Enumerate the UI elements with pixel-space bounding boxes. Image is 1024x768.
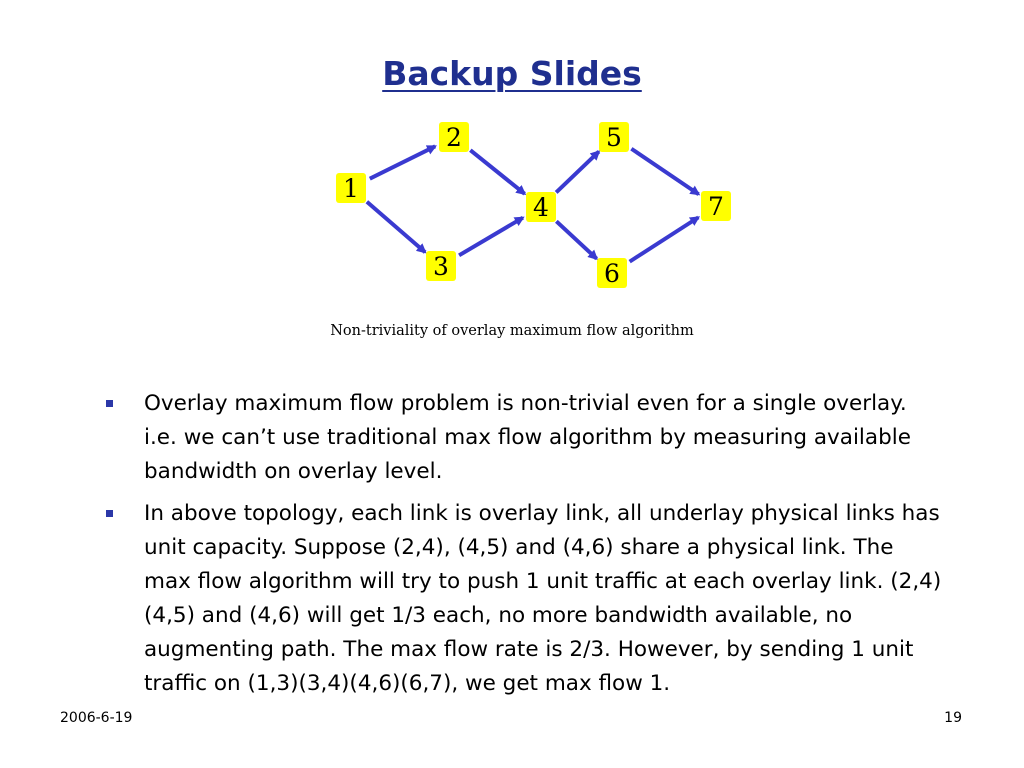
- bullet-text: Overlay maximum flow problem is non-triv…: [144, 391, 911, 484]
- square-bullet-icon: [106, 400, 113, 407]
- node-box: [426, 251, 456, 281]
- node-box: [701, 191, 731, 221]
- edge-4-5: [554, 150, 601, 194]
- node-4: 4: [526, 192, 556, 222]
- node-label: 5: [606, 123, 622, 152]
- edge-1-2: [368, 144, 437, 181]
- node-1: 1: [336, 173, 366, 203]
- node-6: 6: [597, 258, 627, 288]
- node-box: [526, 192, 556, 222]
- edge-4-6: [555, 219, 599, 261]
- slide-title: Backup Slides: [382, 54, 642, 93]
- node-box: [599, 122, 629, 152]
- node-7: 7: [701, 191, 731, 221]
- edge-3-4: [458, 215, 525, 258]
- node-box: [439, 122, 469, 152]
- square-bullet-icon: [106, 510, 113, 517]
- bullet-list: Overlay maximum flow problem is non-triv…: [104, 387, 944, 709]
- node-label: 6: [604, 259, 620, 288]
- edge-1-3: [365, 200, 427, 254]
- node-3: 3: [426, 251, 456, 281]
- node-label: 7: [708, 192, 724, 221]
- flow-network-diagram: 1 2 3 4 5 6 7: [336, 122, 731, 288]
- footer-date: 2006-6-19: [60, 710, 133, 726]
- node-box: [597, 258, 627, 288]
- node-label: 4: [533, 193, 549, 222]
- node-box: [336, 173, 366, 203]
- node-label: 3: [433, 252, 449, 281]
- bullet-text: In above topology, each link is overlay …: [144, 501, 942, 696]
- node-label: 1: [343, 174, 359, 203]
- page-number: 19: [944, 710, 962, 726]
- diagram-caption: Non-triviality of overlay maximum flow a…: [330, 323, 694, 339]
- node-label: 2: [446, 123, 462, 152]
- node-5: 5: [599, 122, 629, 152]
- edge-6-7: [628, 215, 701, 264]
- bullet-item: In above topology, each link is overlay …: [104, 497, 944, 701]
- node-2: 2: [439, 122, 469, 152]
- edge-5-7: [630, 147, 701, 196]
- bullet-item: Overlay maximum flow problem is non-triv…: [104, 387, 944, 489]
- edge-2-4: [469, 148, 527, 196]
